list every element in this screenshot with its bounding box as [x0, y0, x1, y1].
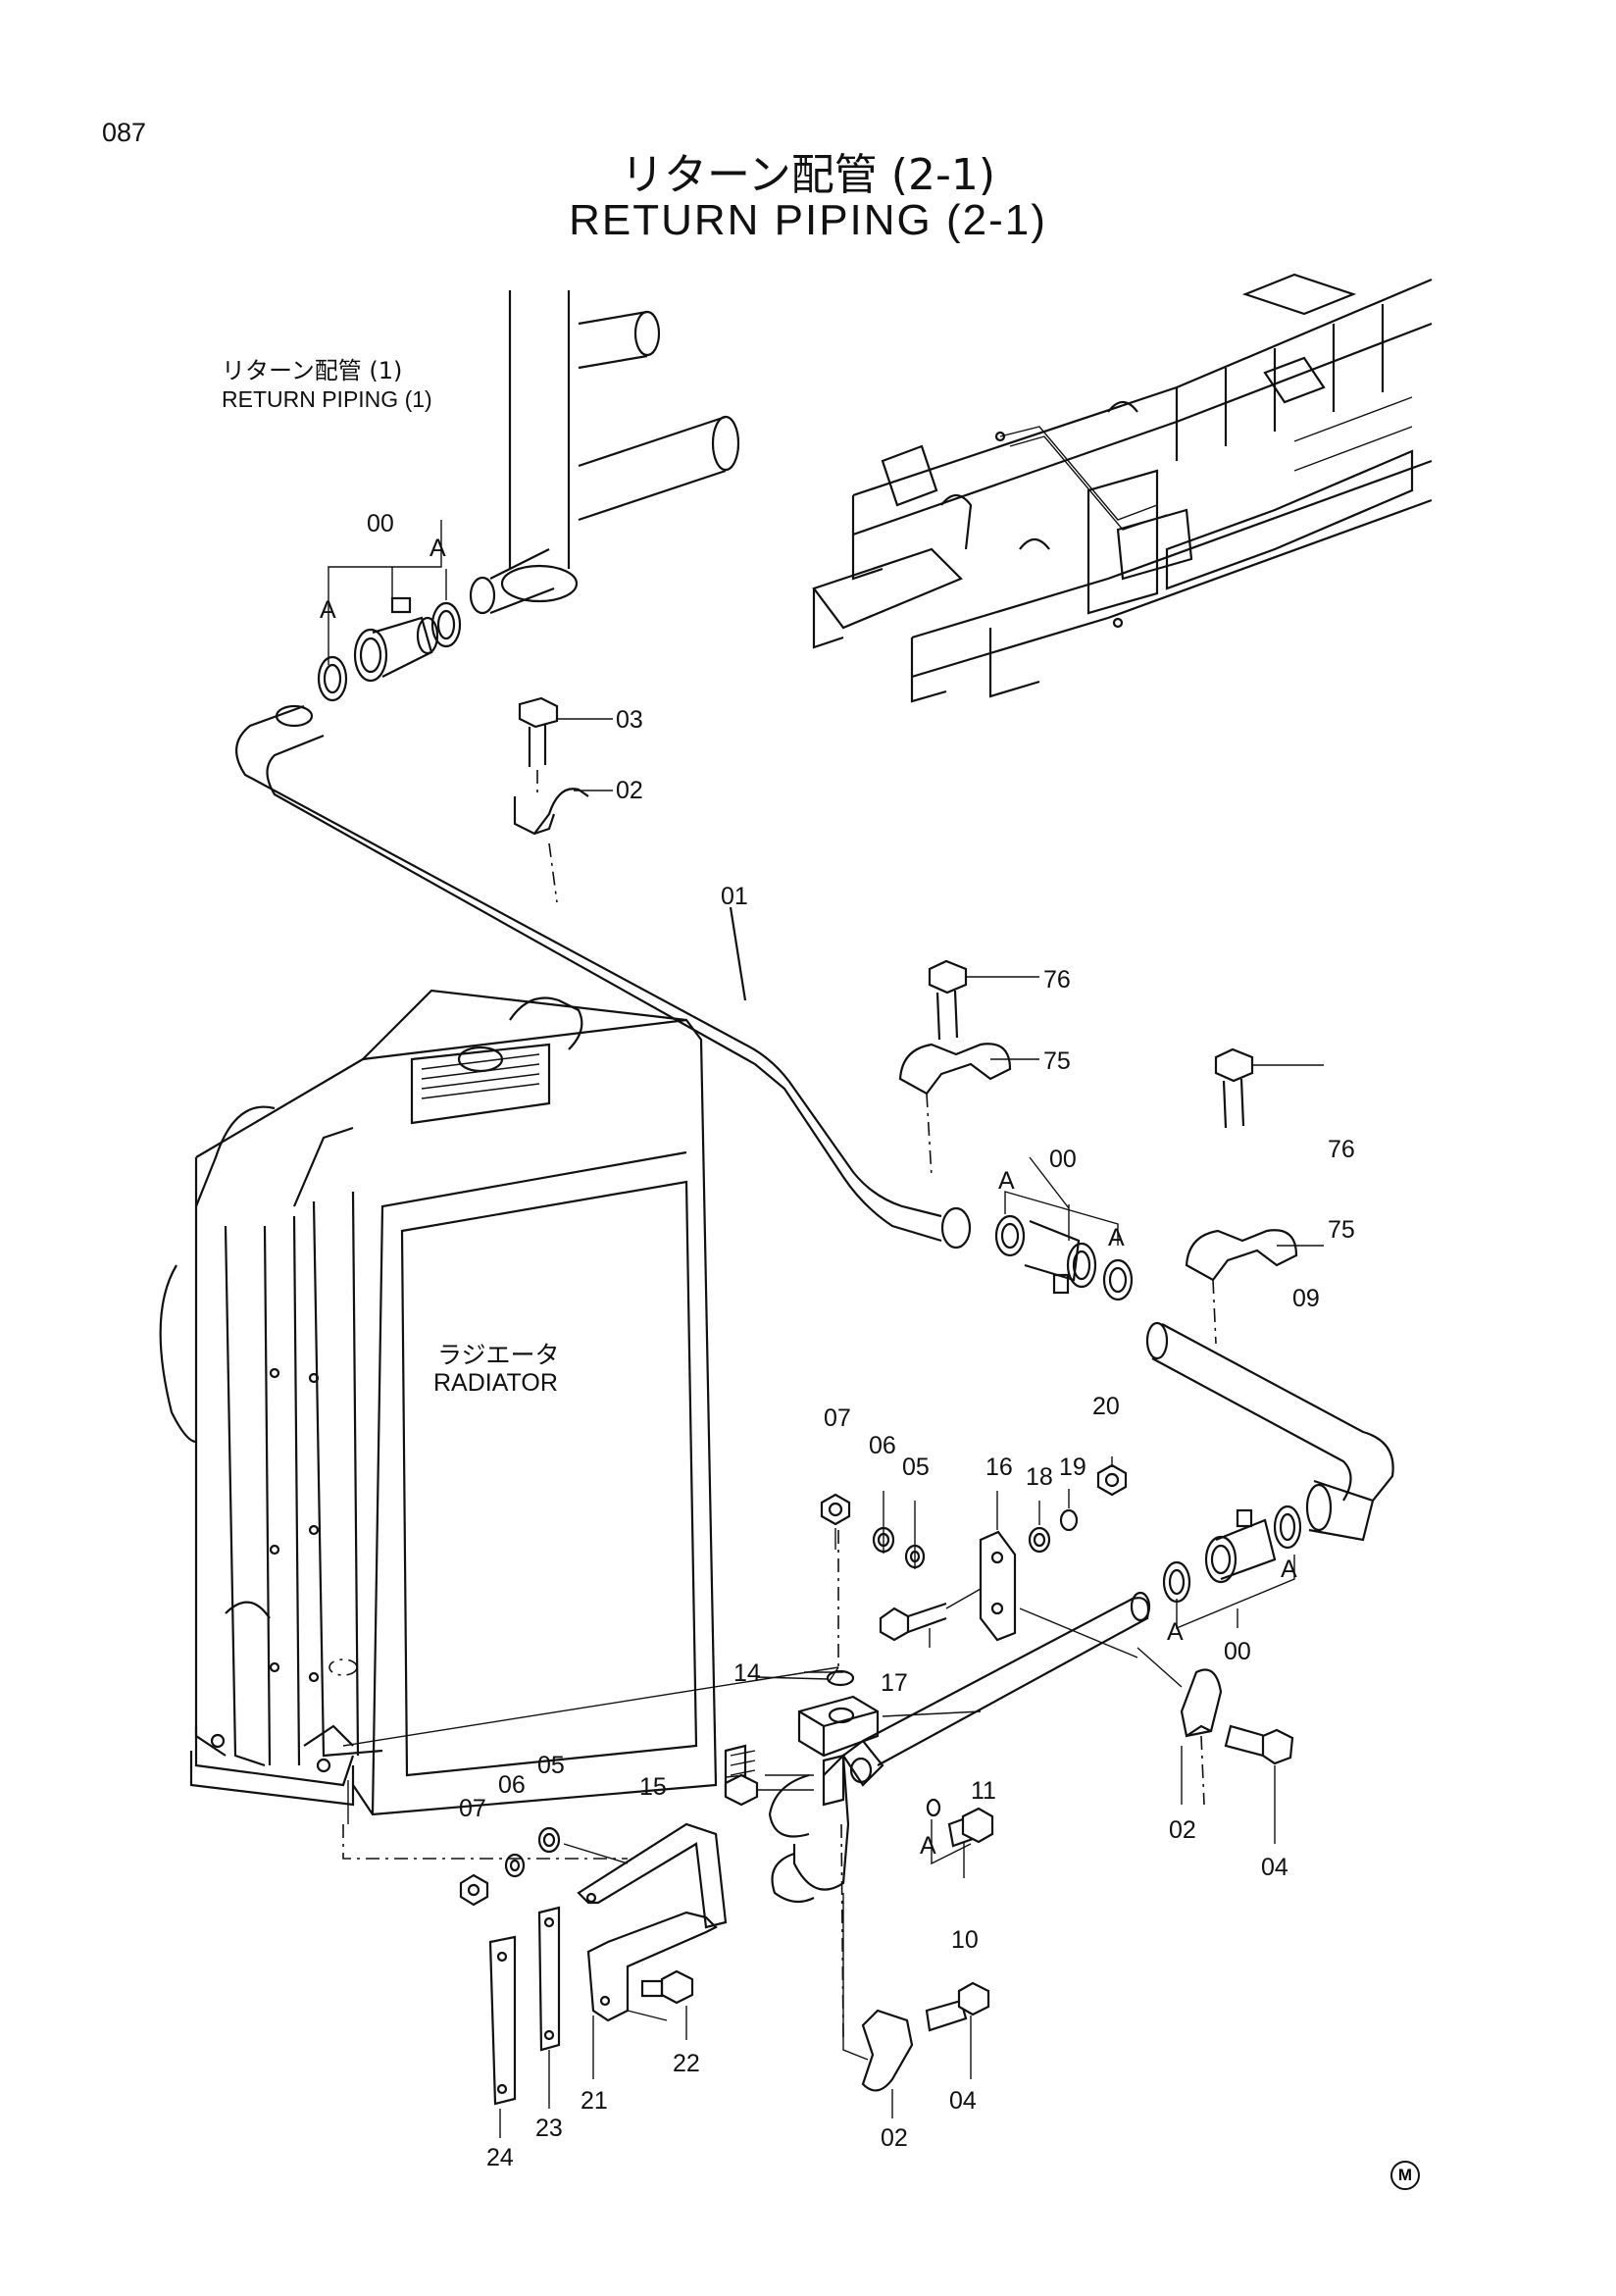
callout-06-upper: 06 [869, 1432, 896, 1459]
callout-06-lower: 06 [498, 1771, 526, 1799]
pipe-11 [768, 1591, 1151, 1904]
bolt-76-clamp-75-right [1185, 1047, 1324, 1345]
bracket-16-hardware [820, 1463, 1138, 1687]
clamp-02-bolt-04-right [1136, 1647, 1294, 1806]
callout-14: 14 [733, 1659, 761, 1687]
callout-22: 22 [673, 2050, 700, 2077]
callout-04-lower: 04 [949, 2087, 977, 2115]
callout-02-lower: 02 [881, 2124, 908, 2152]
callout-a-upper-right: A [429, 535, 446, 562]
title-japanese: リターン配管 (2-1) [621, 150, 995, 200]
bolt-10 [926, 1798, 994, 1848]
callout-11: 11 [971, 1777, 996, 1805]
callout-a-upper-left: A [320, 596, 336, 624]
callout-23: 23 [535, 2115, 563, 2142]
reference-label-japanese: リターン配管 (1) [222, 357, 403, 384]
callout-76-middle: 76 [1043, 966, 1071, 994]
callout-20: 20 [1092, 1393, 1120, 1420]
radiator-label-japanese: ラジエータ [437, 1341, 560, 1369]
callout-75-middle: 75 [1043, 1047, 1071, 1075]
callout-76-right: 76 [1328, 1136, 1355, 1163]
callout-a-middle-left: A [998, 1167, 1015, 1195]
callout-09: 09 [1292, 1285, 1320, 1312]
clamp-02-bolt-04-lower [840, 1823, 990, 2092]
callout-07-upper: 07 [824, 1404, 851, 1432]
upper-vertical-pipes [469, 290, 740, 615]
callout-01: 01 [721, 883, 748, 910]
callout-10: 10 [951, 1926, 979, 1954]
callout-00-middle: 00 [1049, 1146, 1077, 1173]
callout-00-upper: 00 [367, 510, 394, 537]
callout-16: 16 [985, 1454, 1013, 1481]
leader-lines [328, 520, 1295, 2138]
radiator [159, 989, 718, 1816]
callout-24: 24 [486, 2144, 514, 2171]
callout-03: 03 [616, 706, 643, 734]
callout-07-lower: 07 [459, 1795, 486, 1822]
marker-symbol: M [1390, 2161, 1420, 2190]
callout-19: 19 [1059, 1454, 1086, 1481]
callout-00-right: 00 [1224, 1638, 1251, 1665]
callout-a-middle-right: A [1108, 1224, 1125, 1251]
reference-label-english: RETURN PIPING (1) [222, 386, 432, 412]
callout-15: 15 [639, 1773, 667, 1801]
callout-05-upper: 05 [902, 1454, 930, 1481]
right-hose-fittings [1162, 1505, 1302, 1604]
callout-02-upper: 02 [616, 777, 643, 804]
lower-bracket-hardware [459, 1744, 814, 2106]
callout-05-lower: 05 [537, 1752, 565, 1779]
pipe-01 [235, 704, 972, 1250]
callout-a-right-upper: A [1281, 1556, 1297, 1583]
callout-21: 21 [581, 2087, 608, 2115]
bolt-03-clamp-02 [513, 696, 613, 903]
callout-17: 17 [881, 1669, 908, 1697]
upper-machine-frame [812, 273, 1433, 703]
callout-04-right: 04 [1261, 1854, 1288, 1881]
callout-a-lower: A [920, 1832, 936, 1860]
callout-02-right: 02 [1169, 1816, 1196, 1844]
pipe-09 [1145, 1321, 1394, 1542]
bolt-76-clamp-75-middle [898, 959, 1039, 1178]
radiator-label-english: RADIATOR [433, 1369, 558, 1397]
callout-18: 18 [1026, 1463, 1053, 1491]
upper-hose-fittings [317, 596, 462, 702]
middle-hose-fittings [994, 1214, 1134, 1301]
callout-a-right-lower: A [1167, 1618, 1184, 1646]
callout-75-right: 75 [1328, 1216, 1355, 1244]
title-english: RETURN PIPING (2-1) [569, 196, 1047, 244]
page-number: 087 [102, 118, 147, 147]
